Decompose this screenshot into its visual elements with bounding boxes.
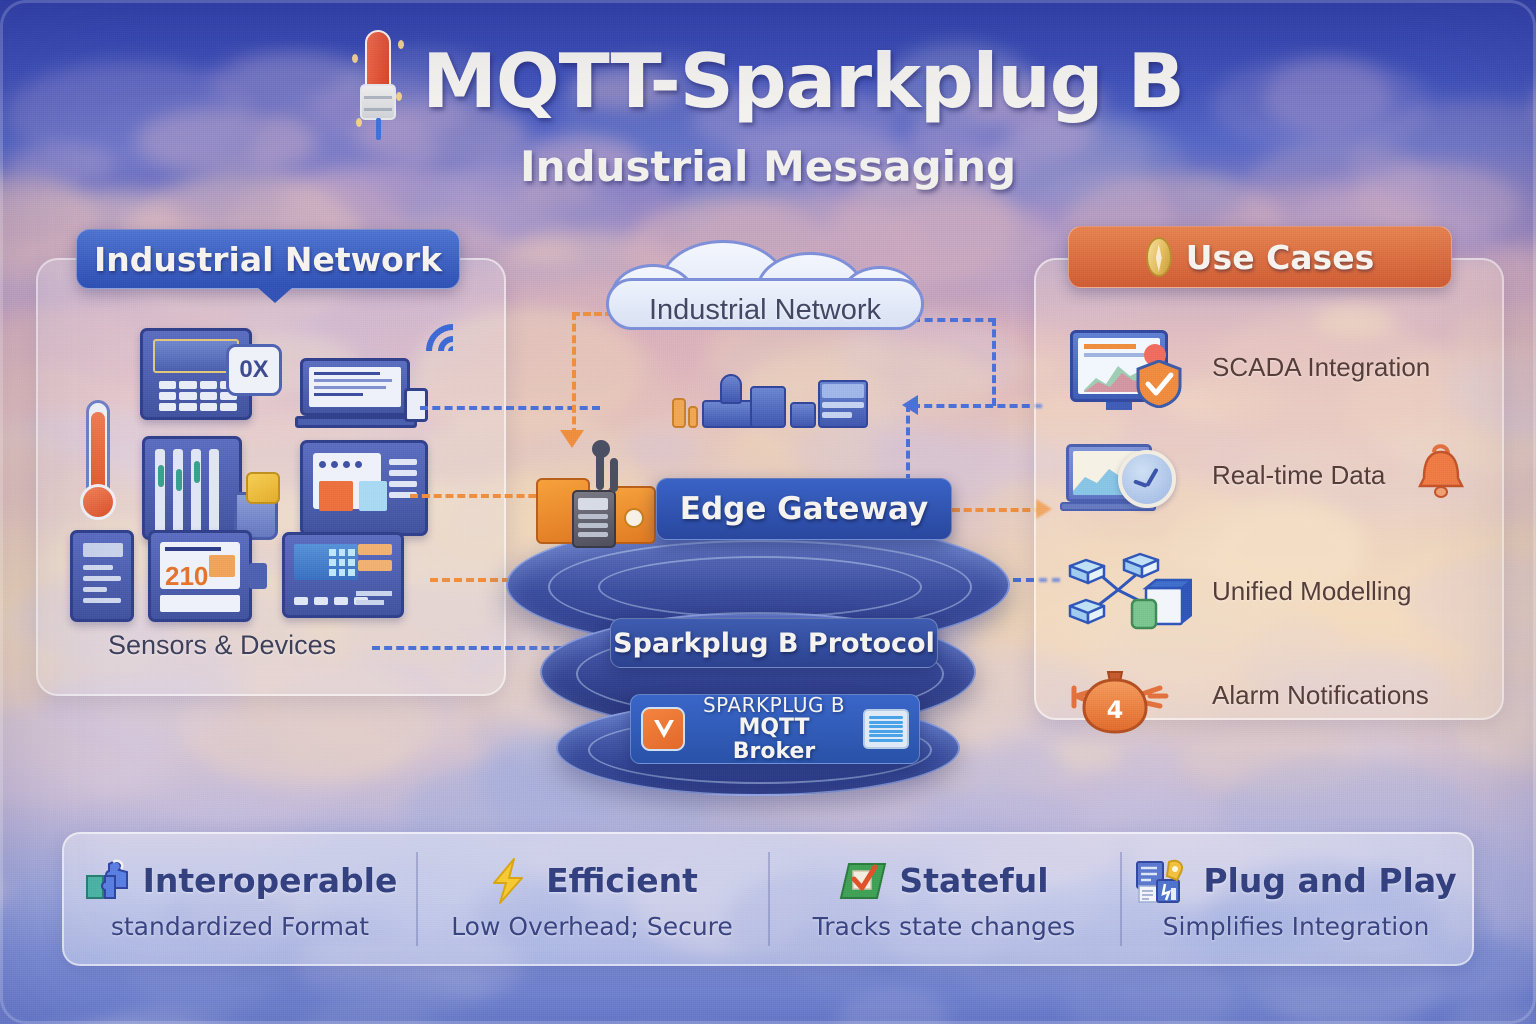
- use-case-label: Real-time Data: [1212, 459, 1386, 490]
- connector-devices-to-gateway-mid: [410, 494, 560, 498]
- use-case-label: Unified Modelling: [1212, 575, 1412, 606]
- rocket-plug-icon: [352, 22, 405, 140]
- feature-title: Stateful: [899, 861, 1049, 900]
- lightning-bolt-icon: [486, 857, 534, 904]
- connector-gateway-to-usecases: [952, 508, 1042, 512]
- thermometer-icon: [78, 400, 118, 520]
- broker-line-2: MQTT Broker: [732, 715, 816, 764]
- sparkplug-protocol-bar[interactable]: Sparkplug B Protocol: [610, 618, 938, 668]
- node-network-icon: [1062, 552, 1196, 630]
- factory-icon: [672, 372, 872, 430]
- mqtt-broker-card[interactable]: SPARKPLUG B MQTT Broker: [630, 694, 920, 764]
- puzzle-icon: [83, 858, 131, 904]
- page-title: MQTT-Sparkplug B: [422, 37, 1184, 125]
- feature-item[interactable]: Interoperable standardized Format: [64, 834, 416, 964]
- feature-item[interactable]: Plug and Play Simplifies Integration: [1120, 834, 1472, 964]
- gold-coin-icon: [1145, 237, 1172, 277]
- laptop-icon: [295, 358, 428, 432]
- server-icon: [70, 530, 134, 622]
- feature-subtitle: standardized Format: [110, 911, 370, 941]
- use-case-row[interactable]: Unified Modelling: [1062, 548, 1482, 634]
- sensors-devices-label: Sensors & Devices: [108, 630, 337, 660]
- connector-devices-to-gateway-top: [420, 406, 600, 410]
- industrial-network-cloud-icon: [600, 238, 930, 334]
- use-cases-badge-label: Use Cases: [1185, 237, 1375, 277]
- feature-item[interactable]: Stateful Tracks state changes: [768, 834, 1120, 964]
- display-meter-icon: 210: [148, 530, 267, 622]
- title-area: MQTT-Sparkplug B Industrial Messaging: [0, 22, 1536, 191]
- broker-text: SPARKPLUG B MQTT Broker: [695, 693, 853, 764]
- use-case-row[interactable]: SCADA Integration: [1062, 324, 1482, 410]
- document-icon: [863, 709, 909, 749]
- orange-field-device-icon: [536, 440, 666, 550]
- feature-title: Plug and Play: [1203, 861, 1457, 900]
- feature-title: Efficient: [546, 861, 698, 900]
- hmi-panel-icon: [300, 440, 428, 536]
- wifi-icon: [414, 312, 492, 390]
- connector-right-to-usecases: [912, 404, 1042, 408]
- feature-strip: Interoperable standardized Format Effici…: [62, 832, 1474, 966]
- alarm-badge-count: 4: [1107, 696, 1124, 724]
- industrial-network-badge-label: Industrial Network: [93, 239, 443, 279]
- connector-cloud-down-left: [572, 312, 576, 436]
- device-tag-reading: 0X: [226, 344, 282, 396]
- feature-subtitle: Tracks state changes: [812, 911, 1076, 941]
- edge-gateway-bar[interactable]: Edge Gateway: [656, 478, 952, 540]
- laptop-clock-icon: [1060, 436, 1192, 514]
- cloud-network-label: Industrial Network: [648, 294, 882, 326]
- alarm-icon: 4: [1062, 656, 1192, 734]
- control-panel-icon: [282, 532, 404, 618]
- meter-reading-value: 210: [165, 561, 209, 591]
- connector-cloud-right-vert: [992, 318, 996, 406]
- feature-subtitle: Low Overhead; Secure: [451, 911, 733, 941]
- feature-title: Interoperable: [142, 861, 398, 900]
- connector-down-to-gateway: [906, 404, 910, 482]
- monitor-shield-icon: [1062, 328, 1192, 410]
- badge-tail: [257, 287, 293, 303]
- connector-cloud-left-horz: [572, 312, 624, 316]
- use-case-row[interactable]: Real-time Data: [1060, 432, 1482, 518]
- page-subtitle: Industrial Messaging: [519, 142, 1017, 191]
- feature-subtitle: Simplifies Integration: [1162, 911, 1430, 941]
- connector-platform-to-usecases: [1000, 578, 1060, 582]
- sparkplug-v-icon: [641, 707, 685, 751]
- server-plug-icon: [1135, 858, 1191, 904]
- use-cases-badge: Use Cases: [1068, 226, 1452, 288]
- use-case-label: SCADA Integration: [1212, 351, 1431, 382]
- rack-icon: [142, 436, 242, 540]
- green-check-icon: [839, 858, 887, 904]
- use-case-label: Alarm Notifications: [1212, 679, 1429, 710]
- arrow-left-blue: [902, 395, 918, 415]
- use-case-row[interactable]: 4 Alarm Notifications: [1062, 652, 1482, 738]
- broker-line-1: SPARKPLUG B: [702, 693, 846, 718]
- connector-cloud-right-horz: [912, 318, 996, 322]
- bell-icon: [1414, 442, 1468, 502]
- arrow-down-orange: [560, 430, 584, 448]
- industrial-network-badge: Industrial Network: [76, 229, 460, 303]
- feature-item[interactable]: Efficient Low Overhead; Secure: [416, 834, 768, 964]
